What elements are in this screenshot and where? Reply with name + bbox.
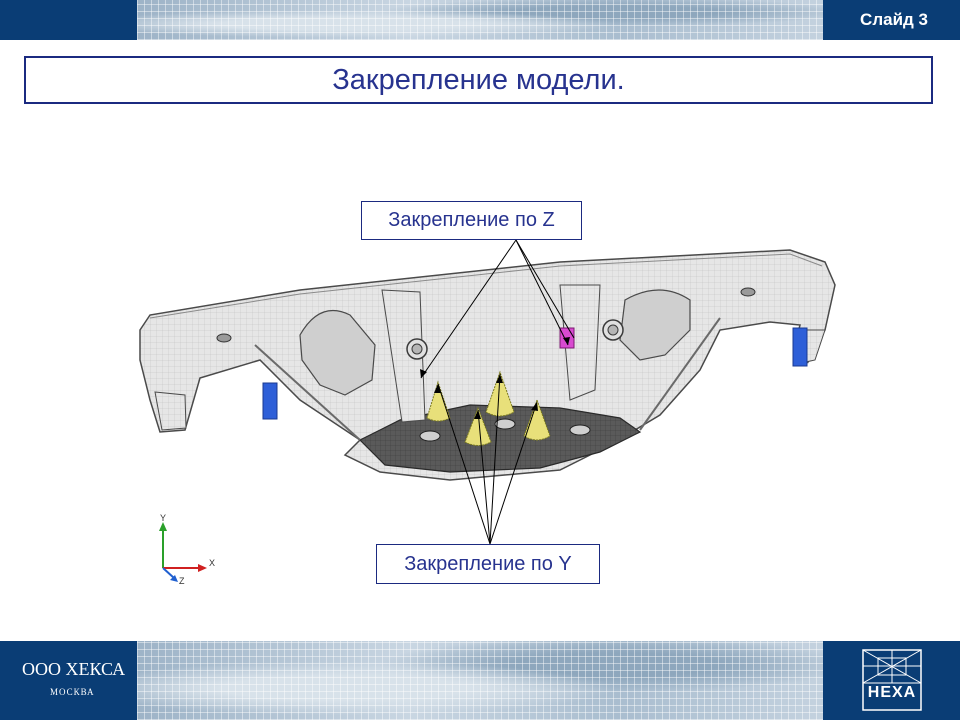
y-leader-lines <box>437 373 538 545</box>
footer-mesh-image <box>137 641 823 720</box>
z-fixation-label: Закрепление по Z <box>388 209 555 231</box>
y-fixation-callout: Закрепление по Y <box>376 544 600 584</box>
title-box: Закрепление модели. <box>24 56 933 104</box>
footer-left-block <box>0 641 137 720</box>
header-mesh-image <box>137 0 823 40</box>
frame-body <box>139 249 836 481</box>
footer-band: ООО ХЕКСА МОСКВА HEXA <box>0 641 960 720</box>
fixation-block-right <box>792 327 808 367</box>
header-left-block <box>0 0 137 40</box>
header-right-block <box>823 0 960 40</box>
logo-text: HEXA <box>867 684 917 701</box>
page-title: Закрепление модели. <box>332 63 625 96</box>
axis-triad <box>159 522 207 582</box>
hexa-logo-icon <box>862 649 922 711</box>
axis-z-label: Z <box>179 576 185 586</box>
header-band: Слайд 3 <box>0 0 960 40</box>
slide-number: Слайд 3 <box>860 10 928 29</box>
leader-arrowheads <box>420 337 570 419</box>
axis-y-label: Y <box>160 513 166 523</box>
y-fixation-label: Закрепление по Y <box>404 552 572 575</box>
company-name: ООО ХЕКСА <box>22 659 126 679</box>
axis-x-label: X <box>209 558 215 568</box>
company-city: МОСКВА <box>50 687 95 697</box>
fixation-block-left <box>262 382 278 420</box>
z-leader-lines <box>420 239 575 379</box>
z-fixation-callout: Закрепление по Z <box>361 201 582 240</box>
y-fixation-cones <box>426 370 551 446</box>
